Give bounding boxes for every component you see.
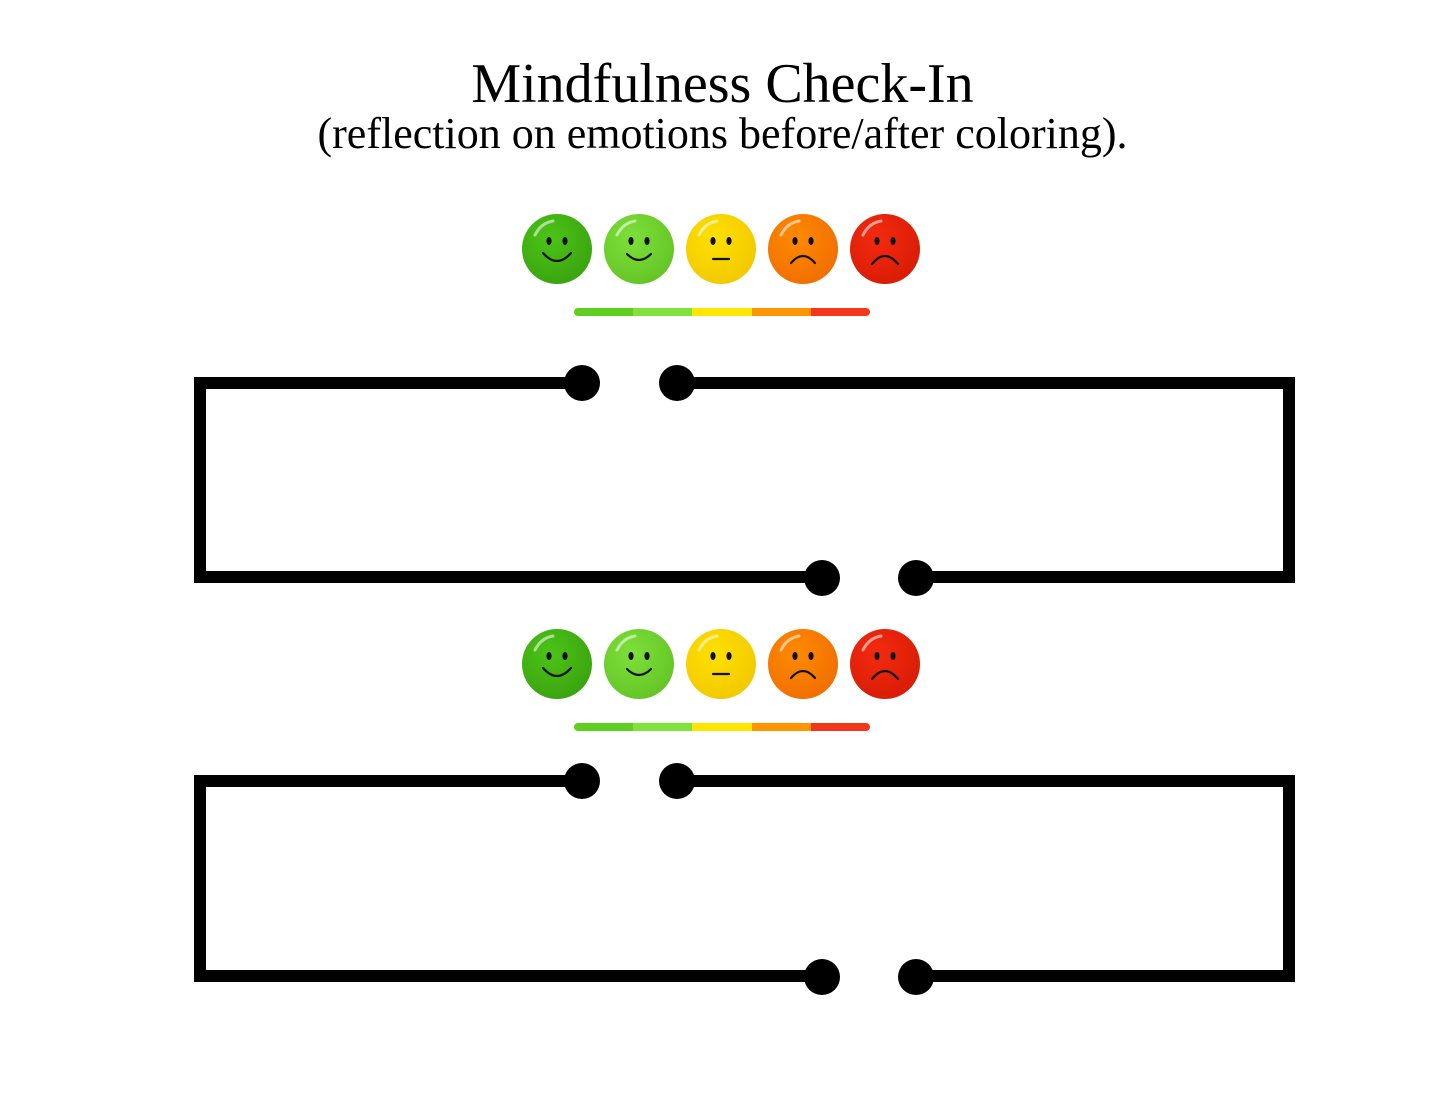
happy-face-icon[interactable]	[603, 213, 675, 285]
frame-dot	[898, 959, 934, 995]
scale-segment	[751, 308, 811, 316]
scale-segment	[633, 308, 693, 316]
frame-dot	[564, 763, 600, 799]
frame-dot	[804, 959, 840, 995]
neutral-face-icon[interactable]	[685, 213, 757, 285]
frame-dot	[804, 560, 840, 596]
frame-dot	[659, 365, 695, 401]
reflection-frame	[194, 365, 1295, 596]
scale-segment	[810, 723, 870, 731]
very-sad-face-icon[interactable]	[849, 213, 921, 285]
scale-segment	[633, 723, 693, 731]
mood-scale-bar	[574, 308, 870, 316]
scale-segment	[810, 308, 870, 316]
frame-dot	[898, 560, 934, 596]
very-happy-face-icon[interactable]	[521, 628, 593, 700]
very-happy-face-icon[interactable]	[521, 213, 593, 285]
neutral-face-icon[interactable]	[685, 628, 757, 700]
very-sad-face-icon[interactable]	[849, 628, 921, 700]
scale-segment	[574, 308, 634, 316]
sad-face-icon[interactable]	[767, 213, 839, 285]
frame-dot	[659, 763, 695, 799]
checkin-section-after	[0, 628, 1445, 1008]
mood-scale-bar	[574, 723, 870, 731]
checkin-section-before	[0, 213, 1445, 596]
scale-segment	[751, 723, 811, 731]
page-subtitle: (reflection on emotions before/after col…	[317, 109, 1128, 158]
page-title: Mindfulness Check-In	[471, 53, 974, 115]
happy-face-icon[interactable]	[603, 628, 675, 700]
reflection-writing-area[interactable]	[210, 393, 1280, 568]
scale-segment	[692, 308, 752, 316]
scale-segment	[692, 723, 752, 731]
reflection-frame	[194, 763, 1295, 995]
mood-faces-row	[521, 213, 923, 285]
reflection-writing-area[interactable]	[210, 791, 1280, 966]
scale-segment	[574, 723, 634, 731]
frame-dot	[564, 365, 600, 401]
sad-face-icon[interactable]	[767, 628, 839, 700]
mood-faces-row	[521, 628, 923, 700]
